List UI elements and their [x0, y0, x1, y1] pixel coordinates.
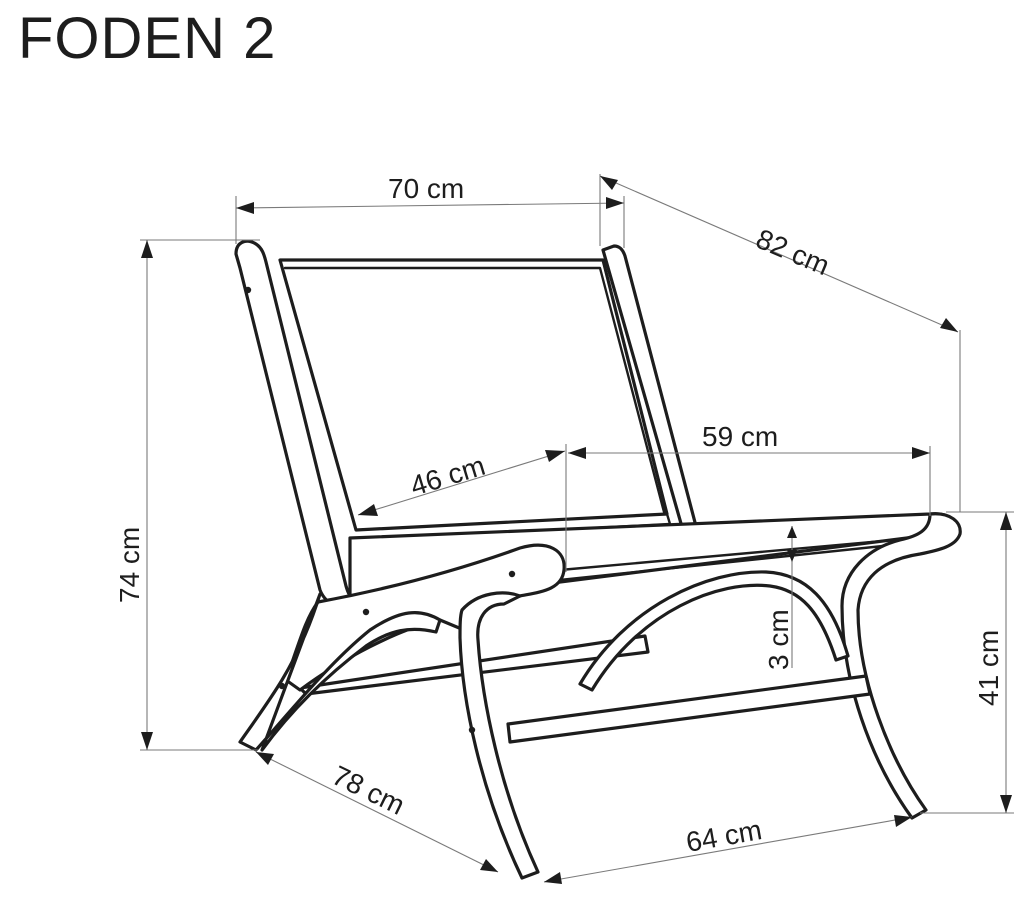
bolt-rear-leg: [278, 682, 286, 690]
rear-arc-support: [578, 570, 850, 692]
rear-leg-left: [238, 592, 442, 752]
bolt-arm-front: [508, 570, 516, 578]
label-depth-diagonal: 82 cm: [752, 223, 834, 281]
bolt-front-leg: [468, 726, 476, 734]
label-seat-thickness: 3 cm: [763, 609, 794, 670]
label-width: 70 cm: [388, 173, 464, 204]
front-leg-right: [840, 512, 962, 820]
label-seat-height: 41 cm: [973, 630, 1004, 706]
product-title: FODEN 2: [18, 6, 277, 71]
backrest-inner-edge: [283, 266, 666, 514]
label-base-depth: 78 cm: [327, 760, 409, 821]
label-seat-width: 59 cm: [702, 421, 778, 452]
seat-front-edge: [558, 534, 940, 572]
chair-drawing: [234, 239, 962, 880]
label-height: 74 cm: [114, 527, 145, 603]
front-stretcher: [506, 674, 872, 744]
dimension-lines: [140, 174, 1014, 884]
bolt-back-upper: [244, 286, 252, 294]
bolt-seat-left: [362, 608, 370, 616]
front-leg-left: [458, 591, 540, 880]
label-base-width: 64 cm: [684, 814, 764, 858]
back-leg-right: [601, 244, 699, 536]
